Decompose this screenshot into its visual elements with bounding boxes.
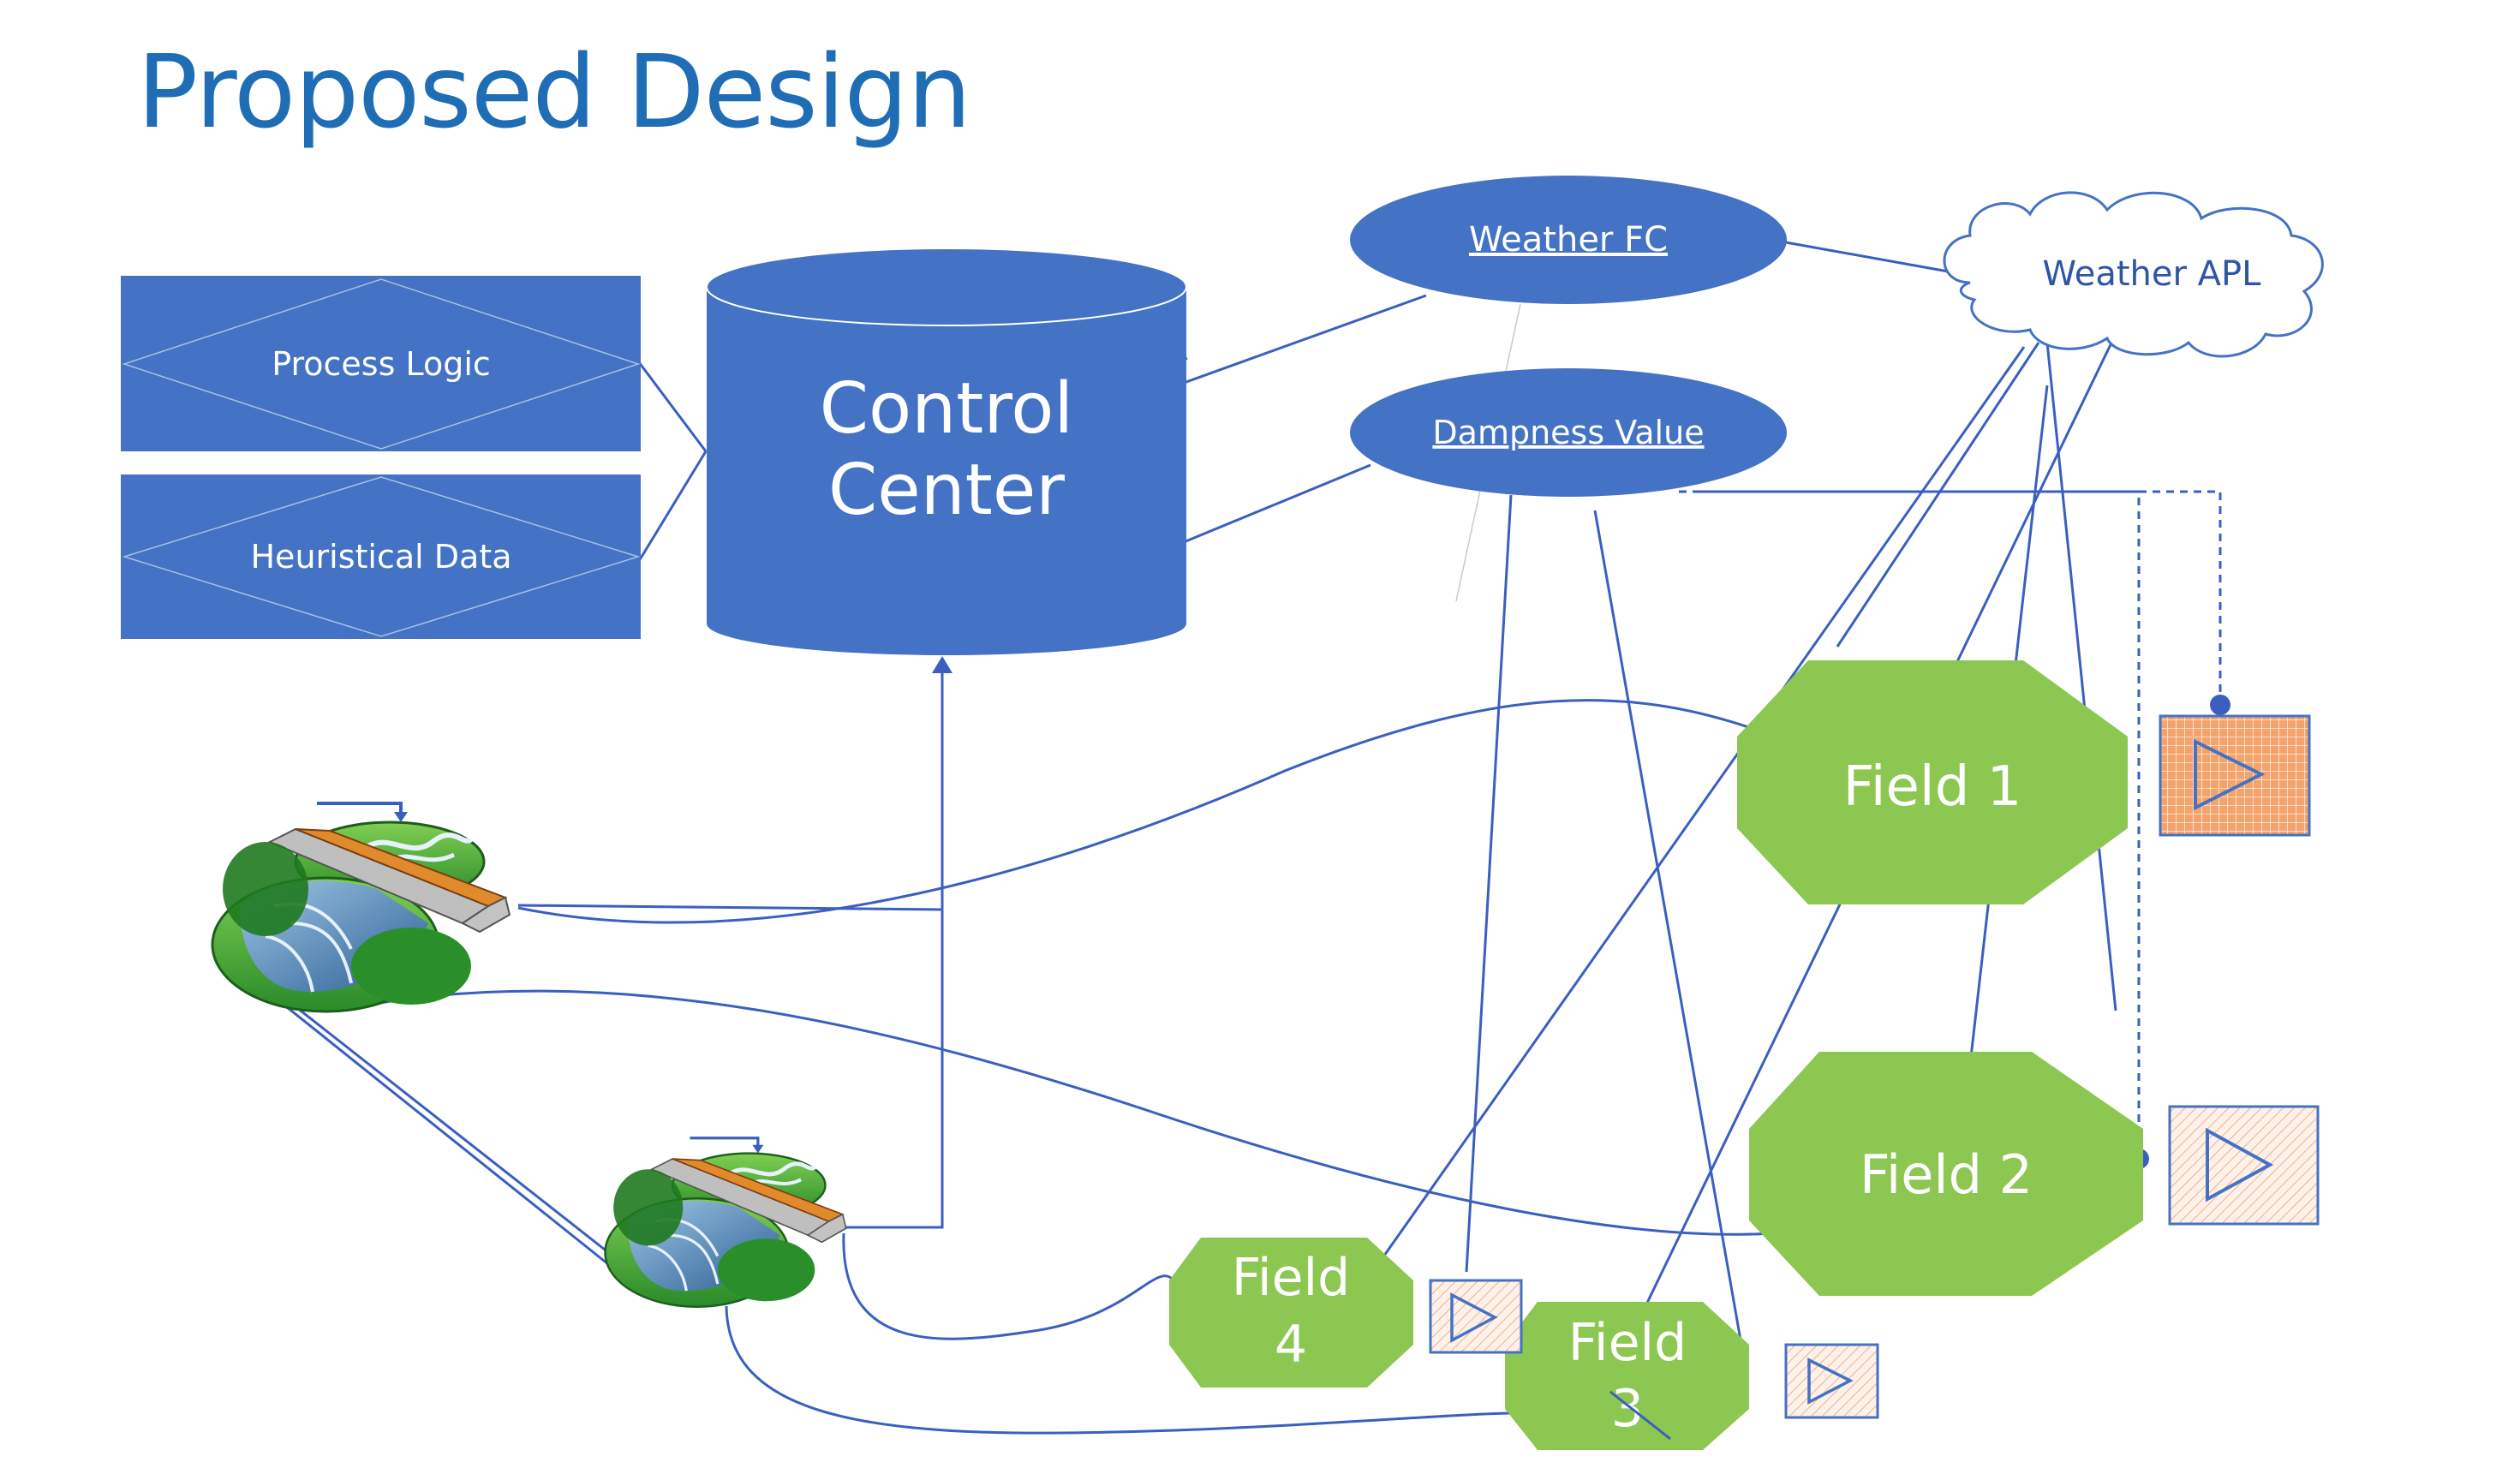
dam-reservoir-icon[interactable]: [605, 1138, 845, 1307]
dam-reservoir-icon[interactable]: [212, 803, 510, 1011]
control-center-database[interactable]: Control Center: [706, 248, 1187, 655]
heuristical-data-label: Heuristical Data: [250, 538, 511, 576]
sprinkler-field-1[interactable]: [2159, 714, 2311, 837]
page-title: Proposed Design: [137, 33, 971, 151]
sprinkler-field-4[interactable]: [1429, 1279, 1523, 1354]
control-center-label-line1: Control: [820, 368, 1073, 450]
field-4[interactable]: Field 4: [1169, 1238, 1413, 1387]
process-logic-label: Process Logic: [272, 345, 491, 383]
field-1-label: Field 1: [1843, 755, 2022, 819]
dampness-value-node[interactable]: Dampness Value: [1350, 368, 1787, 497]
sprinkler-field-2[interactable]: [2168, 1105, 2320, 1226]
play-triangle-icon: [2194, 738, 2266, 811]
weather-api-cloud[interactable]: Weather APL: [1943, 191, 2324, 358]
play-triangle-icon: [2206, 1127, 2274, 1202]
connector-lines: [248, 241, 2230, 1435]
weather-fc-node[interactable]: Weather FC: [1350, 176, 1787, 304]
field-2[interactable]: Field 2: [1749, 1052, 2143, 1296]
field-1[interactable]: Field 1: [1737, 660, 2128, 904]
weather-api-label: Weather APL: [2043, 254, 2262, 294]
field-3-label-line1: Field: [1568, 1313, 1687, 1373]
sprinkler-field-3[interactable]: [1784, 1343, 1879, 1419]
field-4-label-line1: Field: [1232, 1248, 1351, 1308]
dampness-value-link[interactable]: Dampness Value: [1432, 414, 1704, 451]
heuristical-data-box[interactable]: Heuristical Data: [121, 474, 641, 639]
weather-fc-link[interactable]: Weather FC: [1469, 220, 1668, 260]
field-2-label: Field 2: [1860, 1143, 2033, 1206]
field-3-label-line2: 3: [1611, 1379, 1644, 1439]
field-4-label-line2: 4: [1275, 1315, 1307, 1375]
play-triangle-icon: [1450, 1292, 1498, 1343]
field-3[interactable]: Field 3: [1505, 1302, 1749, 1450]
control-center-label-line2: Center: [828, 450, 1065, 531]
play-triangle-icon: [1807, 1358, 1854, 1405]
process-logic-box[interactable]: Process Logic: [121, 276, 641, 451]
